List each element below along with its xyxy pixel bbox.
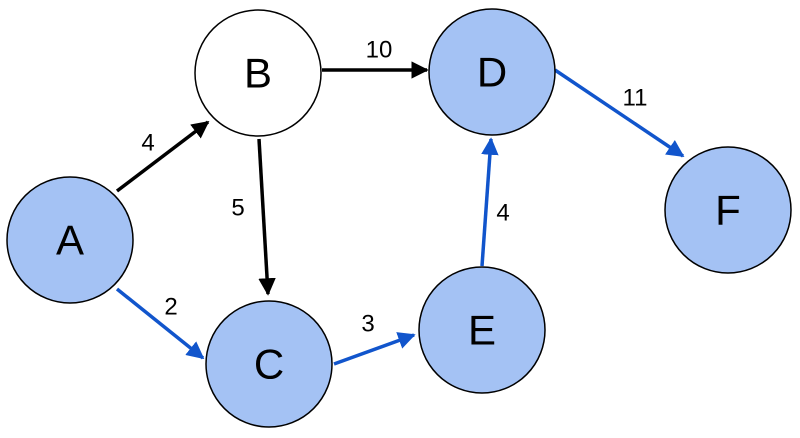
edge-D-F bbox=[554, 68, 685, 158]
node-F-label: F bbox=[715, 187, 741, 234]
node-C: C bbox=[205, 300, 333, 428]
node-A-label: A bbox=[56, 217, 84, 264]
node-E-circle bbox=[418, 266, 546, 394]
edge-B-C bbox=[257, 138, 276, 296]
edge-label-B-D: 10 bbox=[366, 37, 393, 64]
edge-label-B-C: 5 bbox=[231, 195, 244, 222]
edge-label-D-F: 11 bbox=[623, 85, 648, 112]
edge-C-E bbox=[333, 332, 416, 366]
node-C-label: C bbox=[254, 341, 284, 388]
nodes: A B C D E F bbox=[6, 8, 792, 428]
node-B-label: B bbox=[244, 50, 272, 97]
edges bbox=[115, 61, 685, 366]
edge-label-A-B: 4 bbox=[141, 130, 154, 157]
edge-E-D bbox=[480, 137, 499, 267]
edge-labels: 4 2 5 10 3 4 11 bbox=[141, 37, 647, 338]
node-E: E bbox=[418, 266, 546, 394]
edge-label-C-E: 3 bbox=[361, 311, 374, 338]
node-F-circle bbox=[664, 146, 792, 274]
node-A-circle bbox=[6, 176, 134, 304]
edge-label-E-D: 4 bbox=[496, 200, 509, 227]
node-C-circle bbox=[205, 300, 333, 428]
node-E-label: E bbox=[468, 307, 496, 354]
edge-label-A-C: 2 bbox=[164, 294, 177, 321]
node-A: A bbox=[6, 176, 134, 304]
node-D-circle bbox=[428, 8, 556, 136]
edge-A-C bbox=[115, 287, 205, 360]
node-D: D bbox=[428, 8, 556, 136]
edge-A-B bbox=[115, 120, 210, 193]
node-B: B bbox=[194, 9, 322, 137]
node-B-circle bbox=[194, 9, 322, 137]
node-D-label: D bbox=[477, 49, 507, 96]
node-F: F bbox=[664, 146, 792, 274]
